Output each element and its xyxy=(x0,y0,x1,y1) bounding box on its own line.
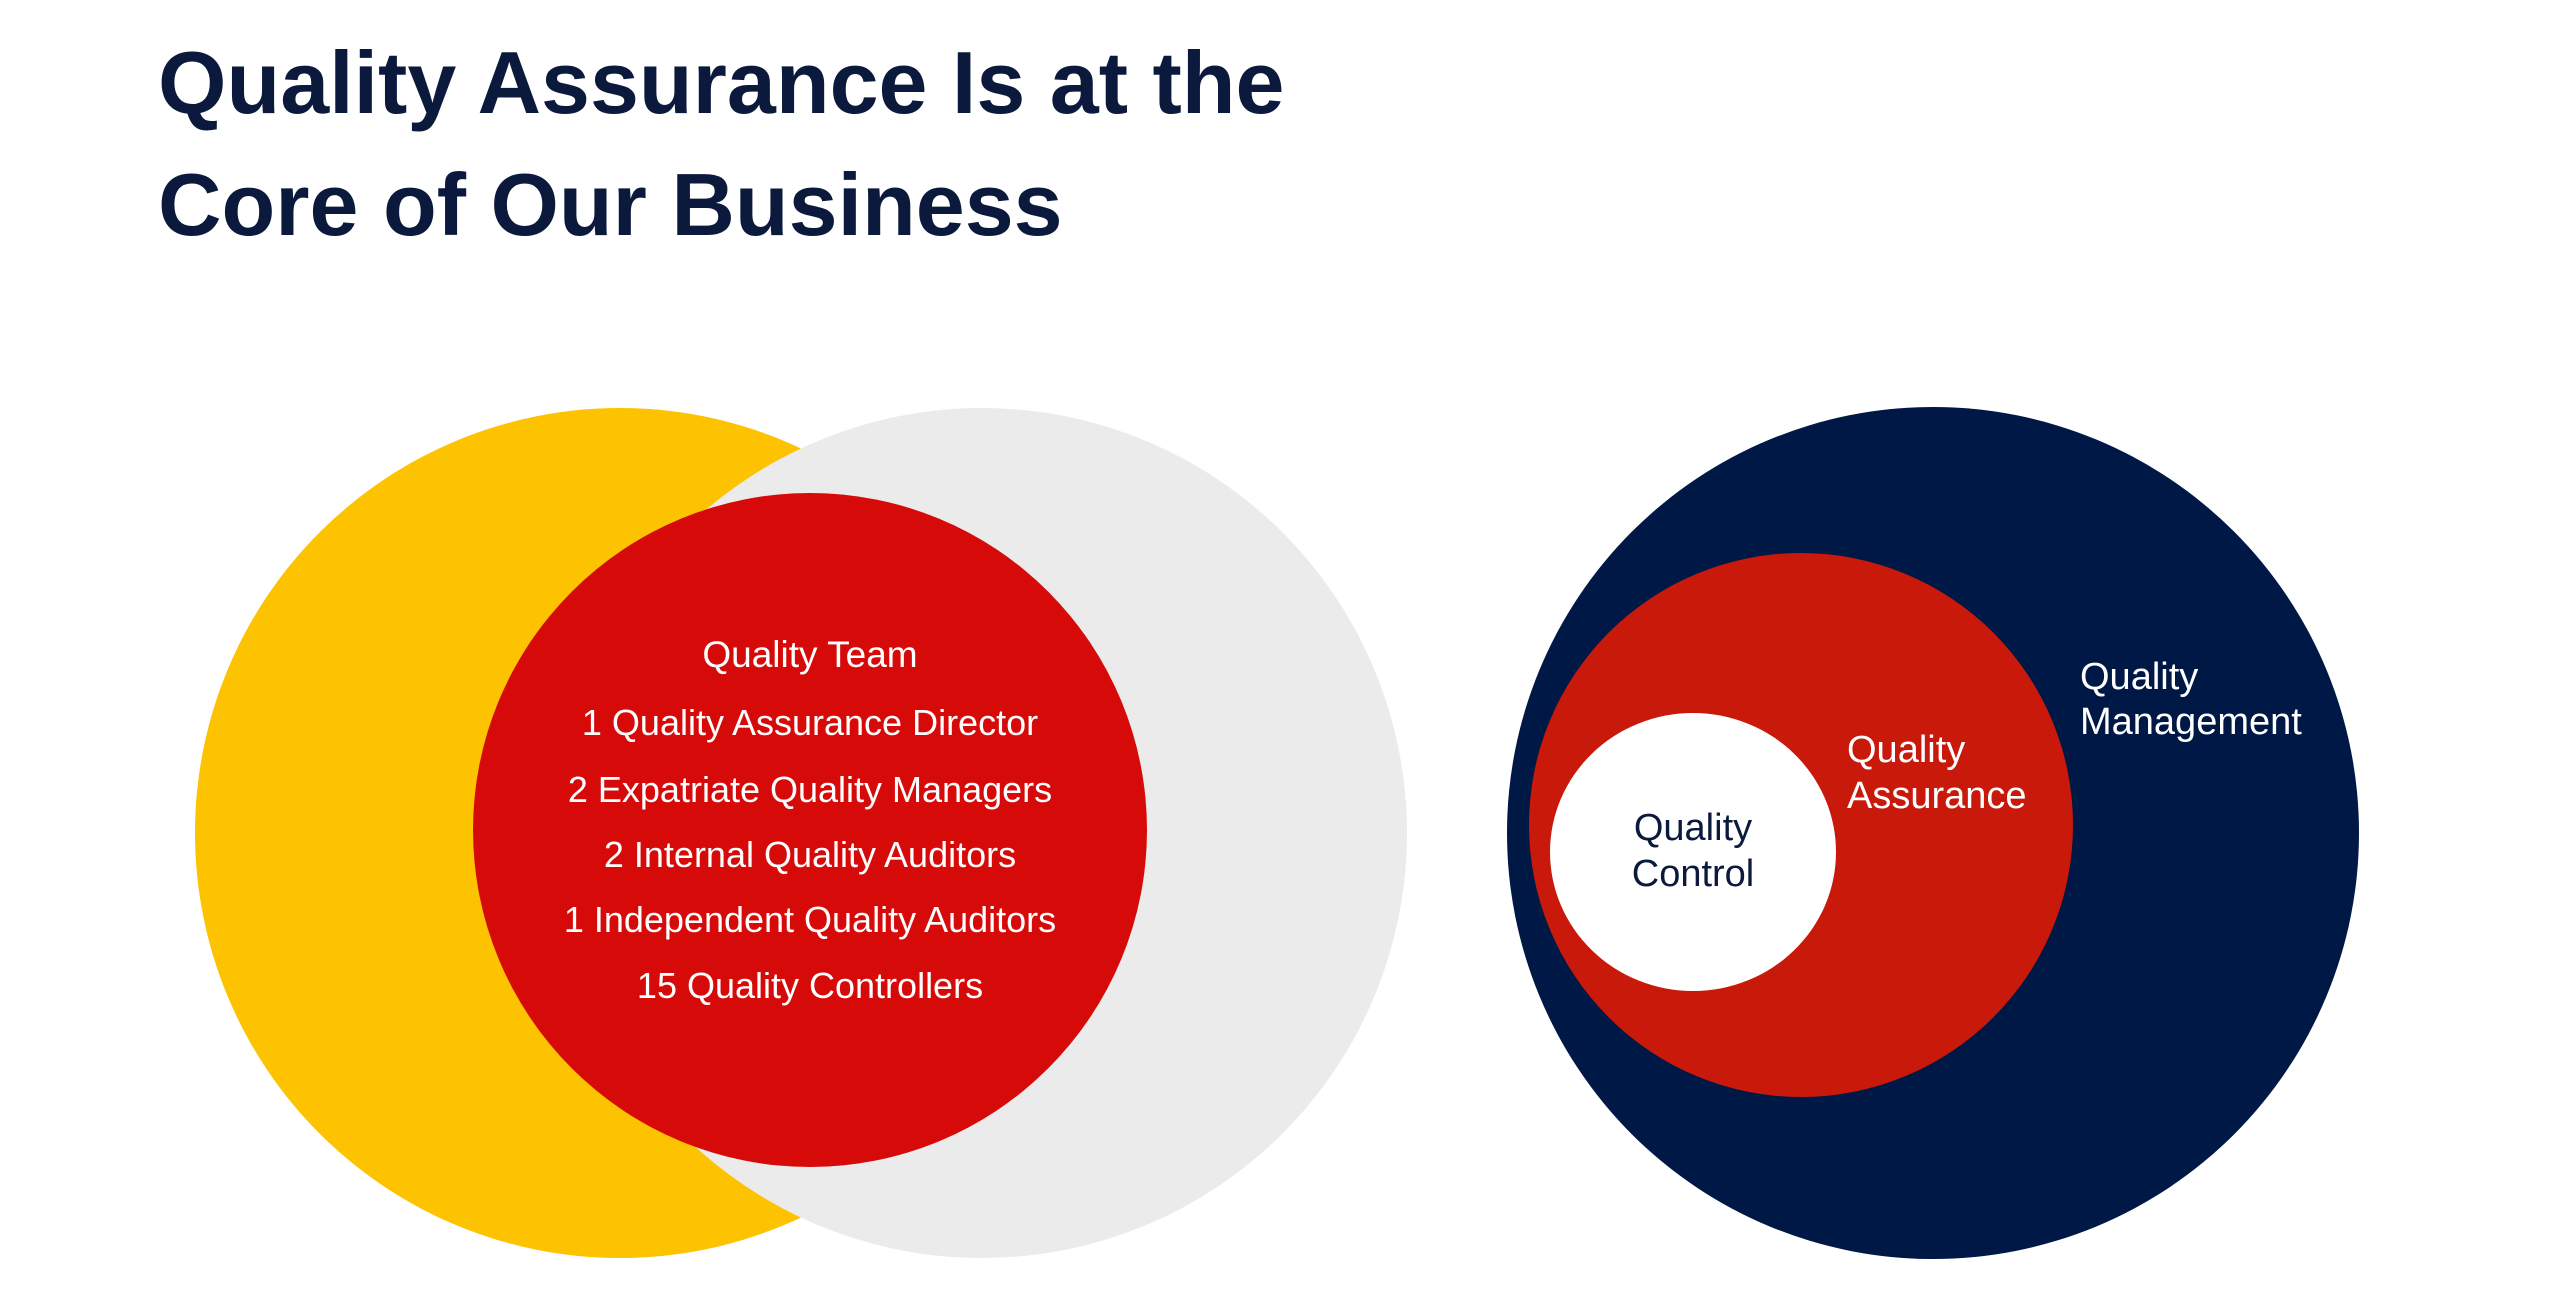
team-heading: Quality Team xyxy=(702,634,917,675)
quality-control-circle xyxy=(1550,713,1836,991)
quality-assurance-label-1: Quality xyxy=(1847,729,1965,771)
title-line-1: Quality Assurance Is at the xyxy=(158,33,1285,132)
quality-assurance-label-2: Assurance xyxy=(1847,775,2027,817)
quality-nested-circles: Quality Management Quality Assurance Qua… xyxy=(1507,407,2359,1259)
team-item: 1 Quality Assurance Director xyxy=(582,702,1038,743)
quality-management-label-1: Quality xyxy=(2080,656,2198,698)
quality-management-label-2: Management xyxy=(2080,701,2302,743)
team-item: 2 Internal Quality Auditors xyxy=(604,834,1016,875)
team-item: 2 Expatriate Quality Managers xyxy=(568,769,1052,810)
title-line-2: Core of Our Business xyxy=(158,155,1063,254)
page-title: Quality Assurance Is at the Core of Our … xyxy=(158,22,1284,266)
team-item: 1 Independent Quality Auditors xyxy=(564,899,1056,940)
red-circle xyxy=(473,493,1147,1167)
quality-control-label-1: Quality xyxy=(1634,807,1752,849)
quality-team-venn: Quality Team 1 Quality Assurance Directo… xyxy=(195,408,1407,1258)
team-item: 15 Quality Controllers xyxy=(637,965,983,1006)
quality-control-label-2: Control xyxy=(1632,853,1755,895)
